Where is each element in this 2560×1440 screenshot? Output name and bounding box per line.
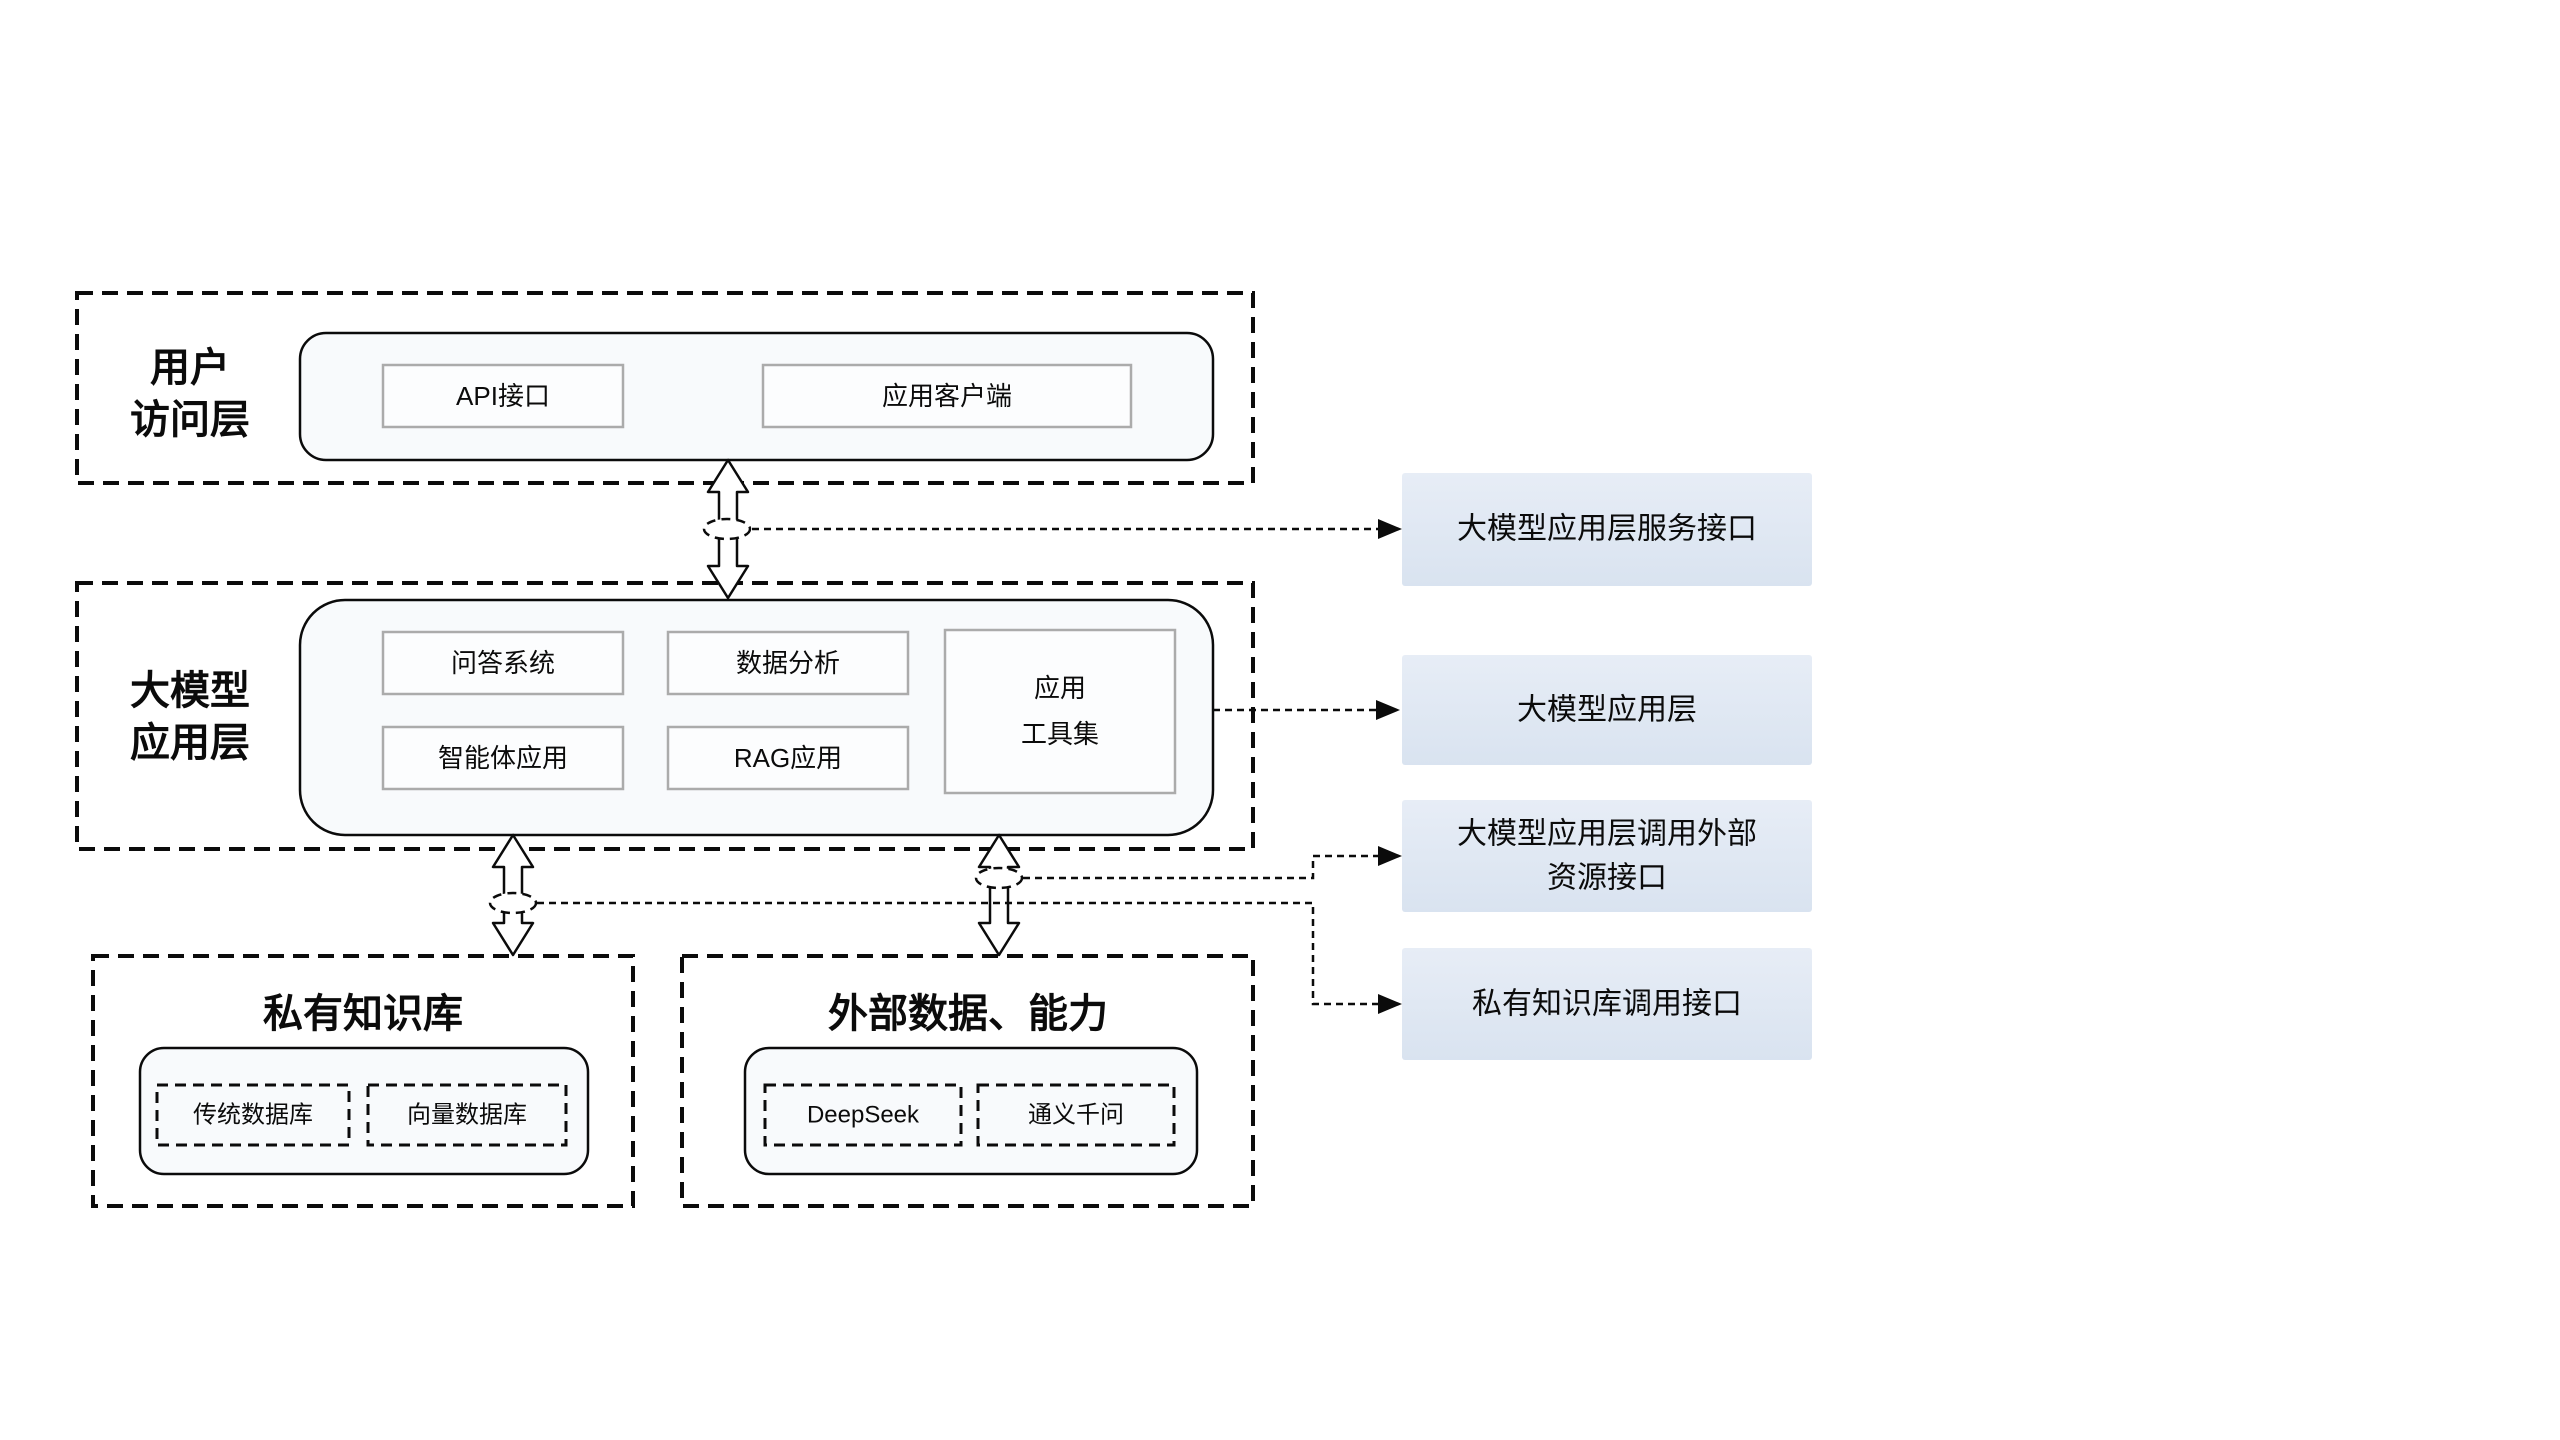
callout-external-resource: 大模型应用层调用外部 资源接口 xyxy=(1402,800,1812,912)
api-box-label: API接口 xyxy=(456,381,550,411)
qa-system-label: 问答系统 xyxy=(451,648,555,678)
callout-box xyxy=(1402,948,1812,1060)
rag-app-label: RAG应用 xyxy=(734,743,842,773)
deepseek-label: DeepSeek xyxy=(807,1102,920,1129)
arrow-llm-external xyxy=(977,833,1021,957)
vector-db-box xyxy=(366,1083,568,1147)
line-hop-icon xyxy=(702,517,752,541)
external-title: 外部数据、能力 xyxy=(828,992,1108,1036)
deepseek-box xyxy=(763,1083,963,1147)
arrowhead-icon xyxy=(1378,519,1402,539)
arrowhead-icon xyxy=(1378,846,1402,866)
callout-label: 大模型应用层 xyxy=(1517,694,1697,727)
data-analysis-label: 数据分析 xyxy=(736,648,840,678)
callout-box xyxy=(1402,473,1812,586)
external-layer: 外部数据、能力 DeepSeek 通义千问 xyxy=(680,954,1255,1208)
connector-line xyxy=(1023,854,1378,880)
vector-db-label: 向量数据库 xyxy=(407,1102,527,1129)
data-analysis-box xyxy=(666,630,910,696)
llm-app-layer: 大模型 应用层 问答系统 数据分析 智能体应用 RAG应用 应用 工具集 xyxy=(75,581,1255,851)
traditional-db-label: 传统数据库 xyxy=(193,1102,313,1129)
connector-private-kb-interface xyxy=(488,891,1402,1014)
rag-app-box xyxy=(666,725,910,791)
qwen-label: 通义千问 xyxy=(1028,1102,1124,1129)
app-client-box xyxy=(761,363,1133,429)
qa-system-box xyxy=(381,630,625,696)
callout-label-line2: 资源接口 xyxy=(1547,862,1667,895)
callout-app-layer: 大模型应用层 xyxy=(1402,655,1812,765)
app-toolset-label-line2: 工具集 xyxy=(1021,719,1099,749)
app-toolset-label-line1: 应用 xyxy=(1034,673,1086,703)
user-access-layer-title-line2: 访问层 xyxy=(130,398,250,442)
connector-external-resource xyxy=(974,846,1402,890)
connector-line xyxy=(537,901,1378,1006)
callout-box xyxy=(1402,800,1812,912)
user-access-layer: 用户 访问层 API接口 应用客户端 xyxy=(75,291,1255,485)
agent-app-label: 智能体应用 xyxy=(438,743,568,773)
arrowhead-icon xyxy=(1376,700,1400,720)
callout-label-line1: 大模型应用层调用外部 xyxy=(1457,818,1757,851)
callout-label: 私有知识库调用接口 xyxy=(1472,988,1742,1021)
app-toolset-box xyxy=(943,628,1177,795)
agent-app-box xyxy=(381,725,625,791)
llm-app-layer-title-line2: 应用层 xyxy=(130,721,250,765)
connector-app-layer xyxy=(1213,700,1400,720)
arrowhead-icon xyxy=(1378,994,1402,1014)
line-hop-icon xyxy=(974,866,1024,890)
external-panel xyxy=(743,1046,1199,1176)
callout-private-kb-interface: 私有知识库调用接口 xyxy=(1402,948,1812,1060)
private-kb-panel xyxy=(138,1046,590,1176)
app-client-box-label: 应用客户端 xyxy=(882,381,1012,411)
connector-service-interface xyxy=(702,517,1402,541)
qwen-box xyxy=(976,1083,1176,1147)
traditional-db-box xyxy=(155,1083,351,1147)
private-kb-title: 私有知识库 xyxy=(263,992,463,1036)
llm-app-layer-title-line1: 大模型 xyxy=(130,669,250,713)
line-hop-icon xyxy=(488,891,538,915)
user-access-layer-title-line1: 用户 xyxy=(150,346,230,390)
callout-service-interface: 大模型应用层服务接口 xyxy=(1402,473,1812,586)
api-box xyxy=(381,363,625,429)
callout-label: 大模型应用层服务接口 xyxy=(1457,513,1757,546)
private-kb-layer: 私有知识库 传统数据库 向量数据库 xyxy=(91,954,635,1208)
callout-box xyxy=(1402,655,1812,765)
